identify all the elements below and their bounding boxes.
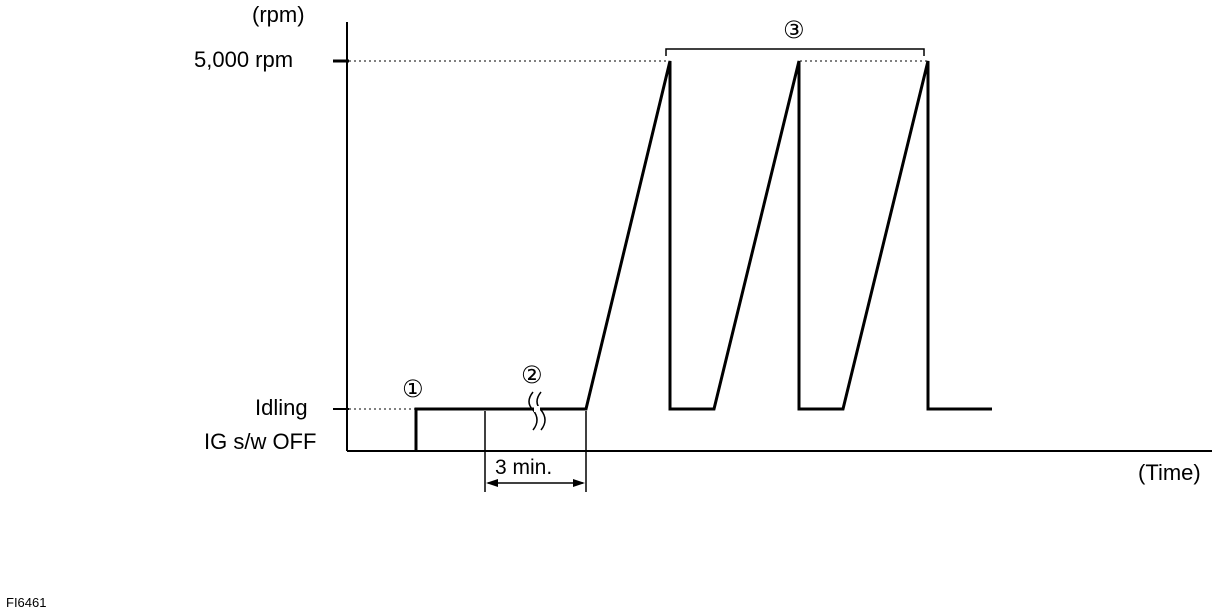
dim-arrow-left xyxy=(486,479,498,487)
speed-trace xyxy=(414,60,992,451)
x-axis-unit: (Time) xyxy=(1138,460,1201,485)
level-idling-label: Idling xyxy=(255,395,308,420)
duration-label: 3 min. xyxy=(495,456,552,479)
step-2-marker: ② xyxy=(521,362,543,389)
figure-code: FI6461 xyxy=(6,595,46,610)
step-1-marker: ① xyxy=(402,376,424,403)
break-gap xyxy=(534,406,540,412)
step-3-marker: ③ xyxy=(783,17,805,44)
time-break-mark xyxy=(528,391,538,431)
level-5000-label: 5,000 rpm xyxy=(194,47,293,72)
level-off-label: IG s/w OFF xyxy=(204,429,316,454)
y-axis-unit: (rpm) xyxy=(252,2,305,27)
time-break-mark-2 xyxy=(536,391,546,431)
dim-arrow-right xyxy=(573,479,585,487)
step-3-bracket xyxy=(665,48,925,56)
